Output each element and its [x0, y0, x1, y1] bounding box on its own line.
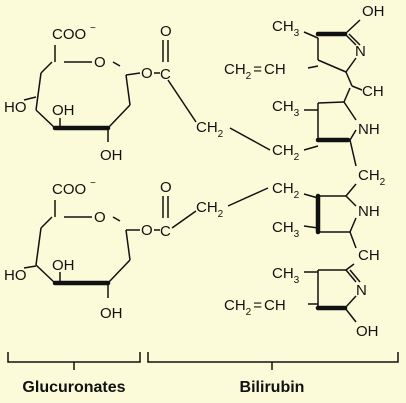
- top-carboxylate-charge: −: [90, 23, 96, 34]
- top-ho-label: HO: [4, 99, 27, 116]
- top-carboxylate-label: COO: [52, 26, 86, 43]
- ring2-ch3: CH3: [272, 98, 300, 119]
- ring4-ch3: CH3: [272, 265, 300, 286]
- glucuronate-bottom: COO − O O HO OH OH: [4, 178, 153, 322]
- top-linker-ch2: CH2: [196, 119, 224, 140]
- ring1-oh: OH: [362, 3, 385, 20]
- bottom-ho-label: HO: [4, 267, 27, 284]
- bilirubin-caption: Bilirubin: [240, 379, 305, 396]
- bottom-linker-ch2: CH2: [196, 199, 224, 220]
- ring2-nh: NH: [358, 121, 380, 138]
- section-brackets: [7, 352, 399, 370]
- bottom-oh-inner-label: OH: [52, 257, 75, 274]
- bottom-carboxylate-label: COO: [52, 181, 86, 198]
- bottom-ring-oxygen: O: [94, 209, 106, 226]
- bottom-carbonyl-carbon: C: [160, 223, 171, 240]
- top-ring-oxygen: O: [94, 54, 106, 71]
- ring4-vinyl: CH2=CH: [224, 297, 286, 318]
- top-carbonyl-oxygen: O: [160, 23, 172, 40]
- top-oh-bottom-label: OH: [100, 147, 123, 164]
- ring4-nitrogen: N: [356, 282, 367, 299]
- bottom-carbonyl-oxygen: O: [160, 179, 172, 196]
- ring1-ch3: CH3: [272, 18, 300, 39]
- bottom-carboxylate-charge: −: [90, 178, 96, 189]
- glucuronates-caption: Glucuronates: [22, 379, 125, 396]
- bridge-ch2: CH2: [358, 167, 386, 188]
- ring1-methine: CH: [362, 83, 384, 100]
- top-carbonyl-carbon: C: [160, 66, 171, 83]
- bottom-oh-bottom-label: OH: [100, 305, 123, 322]
- bilirubin-tetrapyrrole: OH CH3 N CH2=CH CH CH3 NH CH2 CH2 CH2 NH…: [224, 3, 386, 340]
- ring1-vinyl: CH2=CH: [224, 61, 286, 82]
- top-ester-oxygen: O: [141, 65, 153, 82]
- ring3-ch2: CH2: [272, 180, 300, 201]
- bottom-ester-oxygen: O: [141, 222, 153, 239]
- ring4-oh: OH: [356, 323, 379, 340]
- ring2-ch2: CH2: [272, 142, 300, 163]
- ester-linkers: O C CH2 O C CH2: [154, 23, 271, 240]
- ring3-ch3: CH3: [272, 219, 300, 240]
- glucuronate-top: COO − O O HO OH OH: [4, 23, 153, 164]
- ring3-methine: CH: [358, 247, 380, 264]
- ring3-nh: NH: [358, 203, 380, 220]
- ring1-nitrogen: N: [355, 43, 366, 60]
- top-oh-inner-label: OH: [52, 102, 75, 119]
